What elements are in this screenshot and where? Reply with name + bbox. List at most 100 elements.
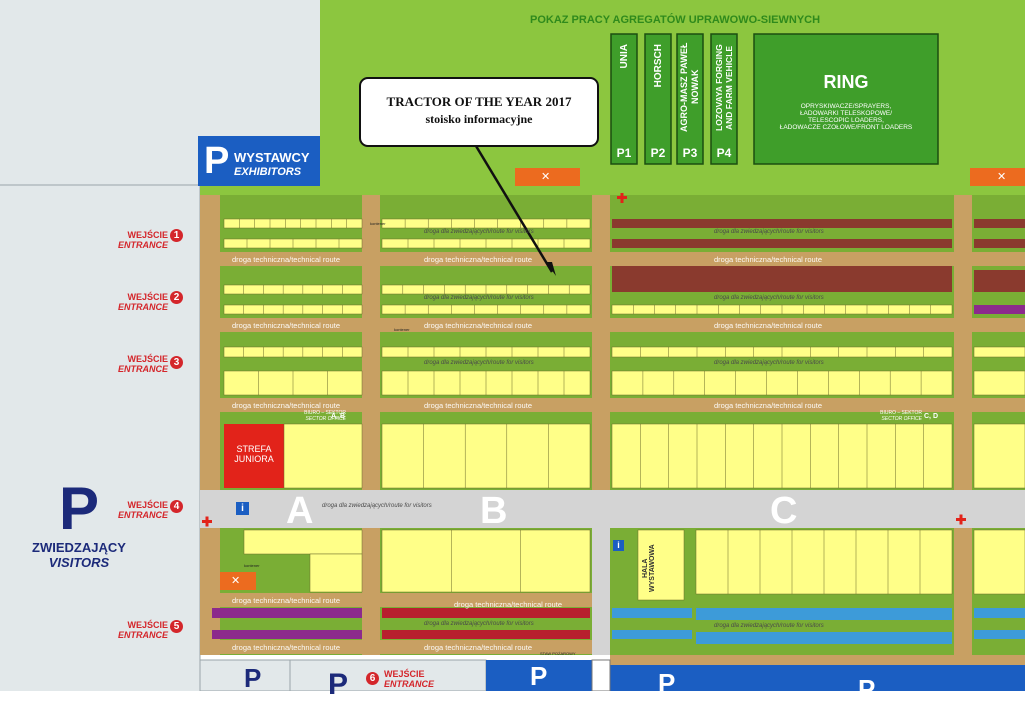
visitor-parking[interactable]: P ZWIEDZAJĄCY VISITORS (14, 478, 144, 571)
catering-icons (220, 168, 1025, 590)
demo-plot-p1[interactable]: UNIA P1 (611, 34, 637, 164)
junior-zone-label[interactable]: STREFA JUNIORA (224, 444, 284, 464)
parking-label-pl: WYSTAWCY (234, 150, 310, 165)
callout-box (359, 77, 599, 147)
entrance-badge-2[interactable]: 2 (170, 291, 183, 304)
plot-code: P1 (616, 146, 632, 160)
bottom-colored-booths (212, 305, 1025, 644)
entrance-label-pl: WEJŚCIE (127, 292, 168, 302)
container-label: kontener (394, 327, 410, 332)
demo-plot-p2[interactable]: HORSCH P2 (645, 34, 671, 164)
office-label-en: SECTOR OFFICE (881, 416, 922, 422)
visitor-route-label: droga dla zwiedzających/route for visito… (424, 295, 534, 301)
entrance-badge-1[interactable]: 1 (170, 229, 183, 242)
visitor-parking-field (0, 185, 200, 691)
exhibitor-parking[interactable]: P WYSTAWCY EXHIBITORS (198, 136, 320, 186)
first-aid-markers (202, 193, 966, 527)
bottom-parking-2[interactable]: P (328, 668, 349, 701)
entrance-badge-3[interactable]: 3 (170, 356, 183, 369)
tech-route-label: droga techniczna/technical route (232, 255, 340, 264)
entrance-badge-4[interactable]: 4 (170, 500, 183, 513)
entrance-4[interactable]: WEJŚCIE ENTRANCE (106, 500, 168, 520)
demo-plot-p3[interactable]: AGRO-MASZ PAWEŁ NOWAK P3 (677, 34, 703, 164)
tech-route-label: droga techniczna/technical route (232, 643, 340, 652)
entrance-label-en: ENTRANCE (117, 510, 168, 520)
callout-subtitle: stoisko informacyjne (425, 112, 533, 126)
sector-b-label: B (480, 490, 508, 532)
sector-office-ab[interactable]: BIURO – SEKTOR SECTOR OFFICE (290, 410, 346, 422)
bottom-parking (199, 659, 1025, 691)
brown-booths (612, 219, 1025, 292)
demo-plots (610, 33, 939, 165)
callout-pointer (474, 145, 554, 273)
tech-route-label: droga techniczna/technical route (714, 321, 822, 330)
parking-label-en: EXHIBITORS (234, 166, 302, 178)
office-label-pl: BIURO – SEKTOR (880, 410, 922, 416)
tech-route-label: droga techniczna/technical route (232, 401, 340, 410)
sector-c-label: C (770, 490, 798, 532)
junior-zone-line: STREFA (236, 444, 272, 454)
catering-icon[interactable]: ✕ (997, 171, 1007, 183)
visitor-route-label: droga dla zwiedzających/route for visito… (714, 360, 824, 366)
tech-route-label: droga techniczna/technical route (424, 643, 532, 652)
visitor-route-label: droga dla zwiedzających/route for visito… (424, 360, 534, 366)
ring-title: RING (823, 72, 869, 92)
junior-zone-line: JUNIORA (234, 454, 274, 464)
entrance-6[interactable]: WEJŚCIE ENTRANCE (384, 669, 444, 689)
ring-line: TELESCOPIC LOADERS, (808, 117, 884, 124)
bottom-parking-3[interactable]: P (530, 661, 548, 691)
sector-a-label: A (286, 490, 314, 532)
ring-line: ŁADOWACZE CZOŁOWE/FRONT LOADERS (779, 124, 913, 131)
ring-area[interactable]: RING OPRYSKIWACZE/SPRAYERS, ŁADOWARKI TE… (754, 34, 938, 164)
demo-plot-p4[interactable]: LOZOVAYA FORGING AND FARM VEHICLE P4 (711, 34, 737, 164)
entrance-label-pl: WEJŚCIE (384, 669, 425, 679)
visitor-route-label: droga dla zwiedzających/route for visito… (322, 503, 432, 509)
entrance-5[interactable]: WEJŚCIE ENTRANCE (106, 620, 168, 640)
entrance-label-pl: WEJŚCIE (127, 620, 168, 630)
entrance-2[interactable]: WEJŚCIE ENTRANCE (106, 292, 168, 312)
entrance-label-en: ENTRANCE (117, 302, 168, 312)
entrance-badge-6[interactable]: 6 (366, 672, 379, 685)
tech-route-label: droga techniczna/technical route (454, 600, 562, 609)
entrance-label-en: ENTRANCE (117, 240, 168, 250)
container-label: kontener (370, 221, 386, 226)
plot-name: HORSCH (652, 44, 664, 88)
tech-route-label: droga techniczna/technical route (424, 321, 532, 330)
main-avenue (200, 490, 1025, 528)
entrance-label-pl: WEJŚCIE (127, 500, 168, 510)
info-icon[interactable]: i (236, 502, 249, 515)
parking-label-pl: ZWIEDZAJĄCY (32, 540, 126, 555)
callout-title: TRACTOR OF THE YEAR 2017 (386, 94, 572, 109)
catering-icon[interactable]: ✕ (231, 575, 241, 587)
tech-route-label: droga techniczna/technical route (714, 401, 822, 410)
exhibition-hall-label[interactable]: HALA WYSTAWOWA (642, 544, 656, 592)
entrance-label-pl: WEJŚCIE (127, 230, 168, 240)
visitor-route-label: droga dla zwiedzających/route for visito… (424, 229, 534, 235)
visitor-route-label: droga dla zwiedzających/route for visito… (714, 623, 824, 629)
callout: TRACTOR OF THE YEAR 2017 stoisko informa… (360, 94, 598, 127)
junior-zone (224, 424, 284, 488)
exhibitor-parking-sign (198, 136, 320, 186)
tech-route-label: droga techniczna/technical route (714, 255, 822, 264)
entrance-label-pl: WEJŚCIE (127, 354, 168, 364)
entrance-3[interactable]: WEJŚCIE ENTRANCE (106, 354, 168, 374)
bottom-parking-1[interactable]: P (244, 663, 262, 693)
entrance-1[interactable]: WEJŚCIE ENTRANCE (106, 230, 168, 250)
catering-icon[interactable]: ✕ (541, 171, 551, 183)
sector-office-cd[interactable]: BIURO – SEKTOR SECTOR OFFICE (866, 410, 922, 422)
info-icon[interactable]: i (613, 540, 624, 551)
entrance-badge-5[interactable]: 5 (170, 620, 183, 633)
bottom-parking-5[interactable]: P (858, 674, 876, 704)
entrance-label-en: ENTRANCE (117, 364, 168, 374)
entrance-label-en: ENTRANCE (384, 679, 435, 689)
plot-code: P2 (650, 146, 666, 160)
plot-code: P4 (716, 146, 732, 160)
plot-name: LOZOVAYA FORGING AND FARM VEHICLE (714, 44, 734, 132)
parking-label-en: VISITORS (48, 555, 110, 570)
plot-name: UNIA (618, 44, 630, 69)
visitor-route-label: droga dla zwiedzających/route for visito… (714, 229, 824, 235)
bottom-parking-4[interactable]: P (658, 668, 676, 698)
tech-route-label: droga techniczna/technical route (232, 321, 340, 330)
office-label-pl: BIURO – SEKTOR (304, 410, 346, 416)
